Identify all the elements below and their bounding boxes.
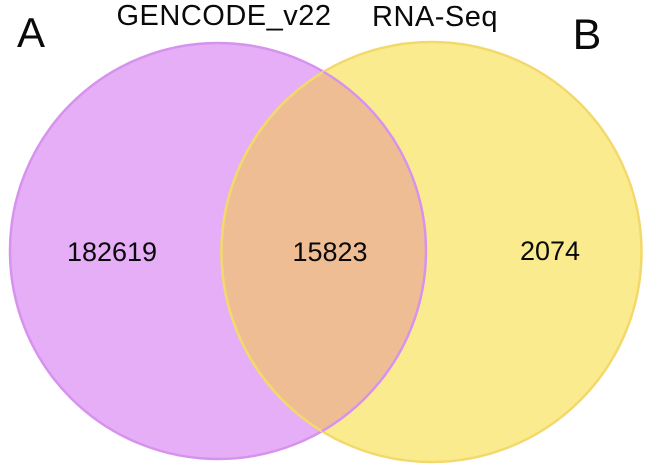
overlap-count: 15823 [292,236,368,267]
right-set-title: RNA-Seq [372,1,498,33]
left-set-count: 182619 [66,236,158,267]
overlap-region [220,43,426,459]
right-set-count: 2074 [519,235,581,266]
left-circle-arc-overlay [221,42,428,461]
panel-label-a: A [16,9,45,56]
left-set-title: GENCODE_v22 [116,0,332,32]
panel-label-b: B [572,10,602,59]
